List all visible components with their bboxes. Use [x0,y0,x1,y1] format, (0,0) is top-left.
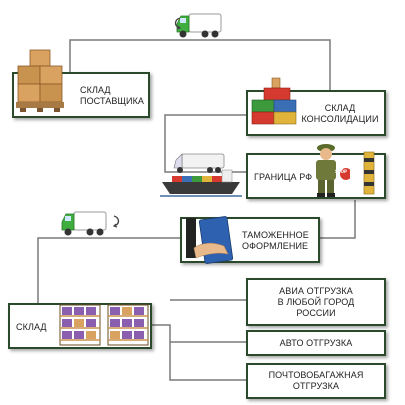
air-shipping-label: АВИА ОТГРУЗКА В ЛЮБОЙ ГОРОД РОССИИ [277,286,355,318]
passport-hand-icon [184,214,242,275]
border-label: ГРАНИЦА РФ [254,172,313,182]
supplier-warehouse-label: СКЛАД ПОСТАВЩИКА [80,85,145,106]
warehouse-shelves-icon [58,301,150,352]
supplier-warehouse-box: СКЛАД ПОСТАВЩИКА [12,72,150,118]
stop-sign-text: STOP [335,169,347,174]
auto-shipping-label: АВТО ОТГРУЗКА [279,338,353,348]
route-supplier-consolidation [69,39,331,90]
truck-icon [175,10,223,47]
route-consolidation-border [164,114,248,173]
route-warehouse-branches [150,324,248,381]
route-arrow-icon [172,16,182,35]
route-customs-warehouse [37,237,182,305]
border-guard-icon: STOP [310,142,352,203]
customs-label: ТАМОЖЕННОЕ ОФОРМЛЕНИЕ [242,230,309,251]
cardboard-boxes-icon [14,48,66,119]
air-shipping-box: АВИА ОТГРУЗКА В ЛЮБОЙ ГОРОД РОССИИ [246,278,386,326]
postal-shipping-box: ПОЧТОВОБАГАЖНАЯ ОТГРУЗКА [246,363,386,399]
route-arrow-icon-2 [112,214,122,233]
cargo-ship-icon [160,150,242,205]
shipping-containers-icon [250,76,300,133]
route-border-customs [318,200,356,239]
barrier-icon [356,148,382,203]
truck-icon-2 [60,208,108,245]
warehouse-label: СКЛАД [16,322,47,332]
postal-shipping-label: ПОЧТОВОБАГАЖНАЯ ОТГРУЗКА [268,370,364,391]
consolidation-warehouse-label: СКЛАД КОНСОЛИДАЦИИ [301,103,379,124]
auto-shipping-box: АВТО ОТГРУЗКА [246,330,386,356]
